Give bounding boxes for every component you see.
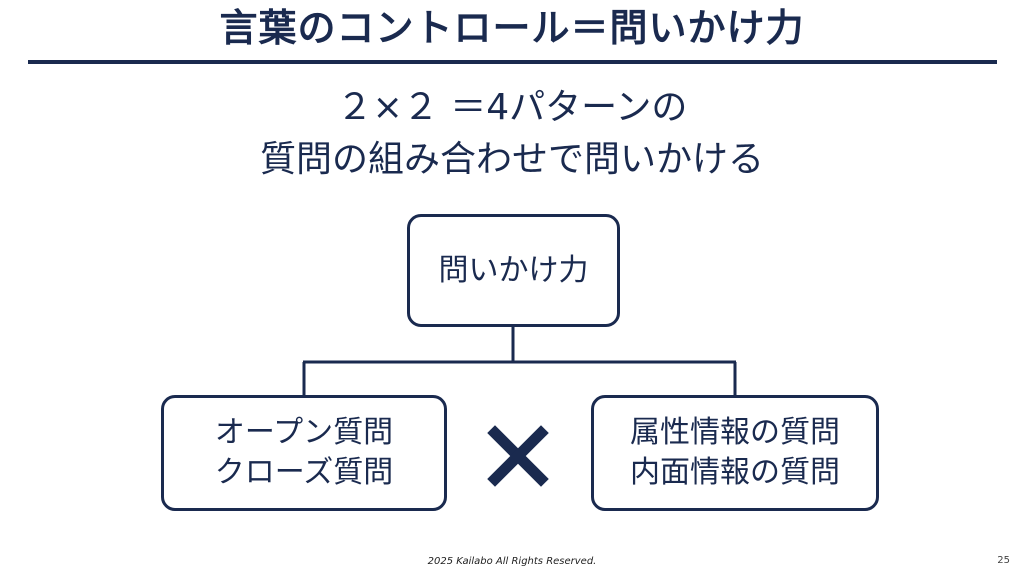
attribute-info-question-label: 属性情報の質問 — [630, 415, 840, 450]
multiply-icon — [487, 425, 549, 487]
subtitle-line-2: 質問の組み合わせで問いかける — [259, 139, 764, 180]
footer-copyright: 2025 Kailabo All Rights Reserved. — [427, 556, 597, 567]
question-type-node: オープン質問 クローズ質問 — [161, 395, 447, 511]
slide-title: 言葉のコントロール＝問いかけ力 — [219, 6, 805, 50]
root-node-label: 問いかけ力 — [438, 252, 589, 288]
title-underline — [28, 60, 997, 64]
subtitle-line-1: ２×２ ＝4パターンの — [336, 87, 688, 128]
root-node: 問いかけ力 — [407, 214, 620, 327]
inner-info-question-label: 内面情報の質問 — [630, 455, 840, 490]
closed-question-label: クローズ質問 — [214, 455, 394, 490]
information-type-node: 属性情報の質問 内面情報の質問 — [591, 395, 879, 511]
open-question-label: オープン質問 — [214, 415, 394, 450]
page-number: 25 — [997, 555, 1010, 566]
